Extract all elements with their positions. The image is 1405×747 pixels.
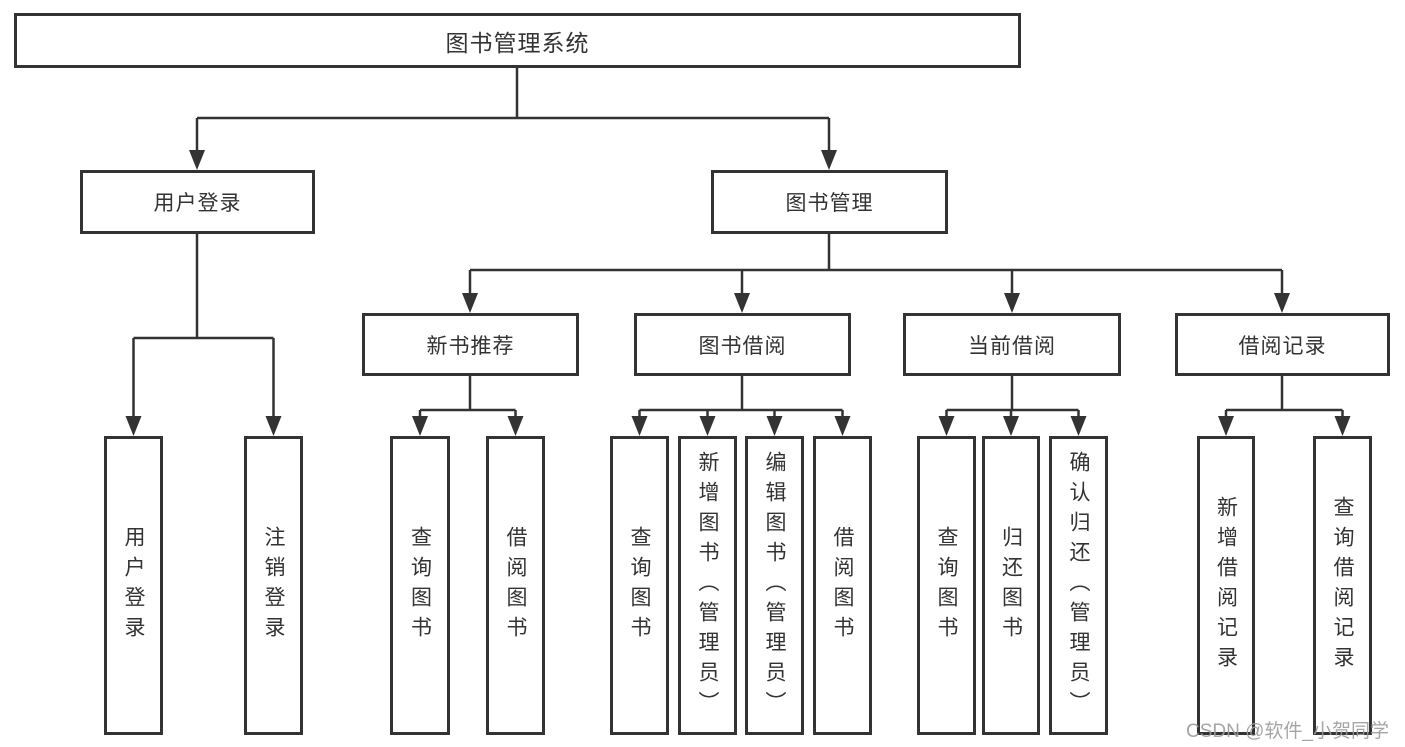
connector-borrowing-branch [631, 376, 851, 436]
node-borrowing-edit-book-admin-label: 编辑图书（管理员） [763, 450, 786, 721]
node-current-confirm-return-admin: 确认归还（管理员） [1049, 436, 1108, 735]
node-current-borrowing: 当前借阅 [903, 313, 1121, 376]
node-recommend-search-book-label: 查询图书 [408, 525, 432, 646]
connector-root-to-level2 [189, 67, 837, 170]
node-user-login-leaf-label: 用户登录 [122, 525, 145, 646]
node-current-return-book: 归还图书 [982, 436, 1040, 735]
node-borrowing-add-book-admin: 新增图书（管理员） [678, 436, 737, 735]
node-borrowing-search-book-label: 查询图书 [628, 525, 651, 646]
connector-current-borrowing-branch [938, 376, 1087, 436]
node-logout-label: 注销登录 [262, 525, 285, 646]
node-user-login: 用户登录 [80, 170, 315, 234]
node-library-management-system: 图书管理系统 [14, 13, 1021, 68]
csdn-watermark: CSDN @软件_小贺同学 [1186, 721, 1389, 742]
node-borrowing-borrow-book-label: 借阅图书 [831, 525, 854, 646]
node-records-search-record-label: 查询借阅记录 [1331, 495, 1354, 676]
node-current-search-book-label: 查询图书 [935, 525, 958, 646]
connector-book-management-branch [462, 234, 1290, 313]
node-recommend-borrow-book-label: 借阅图书 [504, 525, 527, 646]
node-new-book-recommendation: 新书推荐 [362, 313, 579, 376]
connector-records-branch [1218, 376, 1351, 436]
node-recommend-search-book: 查询图书 [390, 436, 450, 735]
node-logout: 注销登录 [244, 436, 303, 735]
node-borrowing-records: 借阅记录 [1175, 313, 1390, 376]
node-current-confirm-return-admin-label: 确认归还（管理员） [1067, 450, 1090, 721]
node-borrowing-search-book: 查询图书 [610, 436, 669, 735]
node-records-add-record-label: 新增借阅记录 [1214, 495, 1238, 676]
node-records-add-record: 新增借阅记录 [1197, 436, 1255, 735]
node-records-search-record: 查询借阅记录 [1313, 436, 1372, 735]
node-current-return-book-label: 归还图书 [999, 525, 1023, 646]
node-current-search-book: 查询图书 [917, 436, 976, 735]
node-user-login-leaf: 用户登录 [104, 436, 163, 735]
node-recommend-borrow-book: 借阅图书 [486, 436, 545, 735]
connector-user-login-branch [125, 234, 282, 436]
node-book-management: 图书管理 [711, 170, 948, 234]
connector-recommendation-branch [412, 376, 524, 436]
node-borrowing-borrow-book: 借阅图书 [813, 436, 872, 735]
node-book-borrowing: 图书借阅 [634, 313, 851, 376]
node-borrowing-edit-book-admin: 编辑图书（管理员） [745, 436, 804, 735]
node-borrowing-add-book-admin-label: 新增图书（管理员） [696, 450, 719, 721]
